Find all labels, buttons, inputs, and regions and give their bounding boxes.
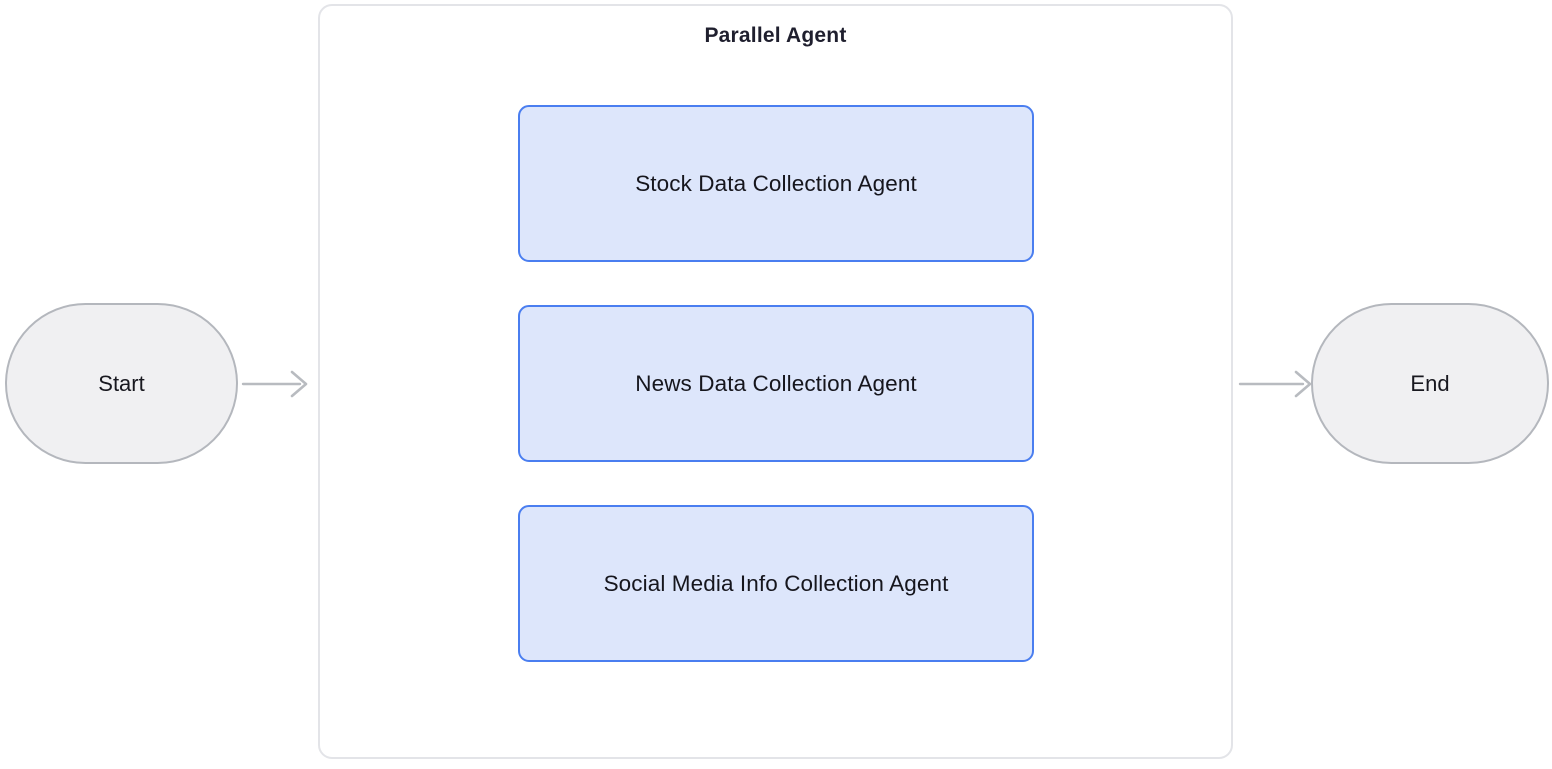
node-social-media-info-collection-agent-label: Social Media Info Collection Agent <box>603 570 949 596</box>
node-stock-data-collection-agent[interactable]: Stock Data Collection Agent <box>518 105 1034 262</box>
node-start[interactable]: Start <box>5 303 238 464</box>
node-end-label: End <box>1410 370 1450 396</box>
arrowhead-container-to-end <box>1294 370 1312 398</box>
node-news-data-collection-agent-label: News Data Collection Agent <box>635 370 917 396</box>
node-stock-data-collection-agent-label: Stock Data Collection Agent <box>635 170 917 196</box>
node-social-media-info-collection-agent[interactable]: Social Media Info Collection Agent <box>518 505 1034 662</box>
node-end[interactable]: End <box>1311 303 1549 464</box>
arrowhead-start-to-container <box>290 370 308 398</box>
node-start-label: Start <box>98 370 145 396</box>
node-news-data-collection-agent[interactable]: News Data Collection Agent <box>518 305 1034 462</box>
subgraph-title: Parallel Agent <box>704 24 847 47</box>
